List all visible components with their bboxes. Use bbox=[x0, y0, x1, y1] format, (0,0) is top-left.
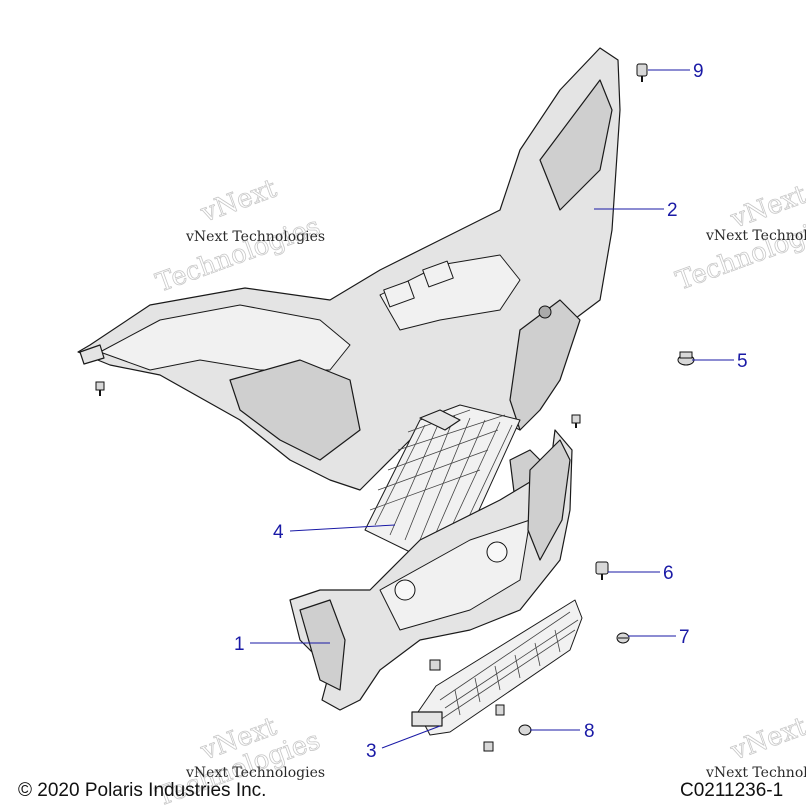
callout-7: 7 bbox=[679, 627, 690, 648]
leader-3 bbox=[381, 725, 441, 749]
fastener-misc bbox=[95, 381, 581, 752]
callout-8: 8 bbox=[584, 721, 595, 742]
callout-6: 6 bbox=[663, 563, 674, 584]
fastener-5 bbox=[677, 351, 695, 366]
fastener-7 bbox=[616, 632, 630, 644]
callout-1: 1 bbox=[234, 634, 245, 655]
callout-5: 5 bbox=[737, 351, 748, 372]
watermark-line2: Technologies bbox=[152, 212, 324, 299]
drawing-id: C0211236-1 bbox=[680, 780, 783, 801]
watermark-small: vNext Technologies bbox=[705, 228, 806, 244]
part-2-front-bumper bbox=[77, 47, 621, 501]
watermark-small: vNext Technologies bbox=[705, 765, 806, 781]
copyright-text: © 2020 Polaris Industries Inc. bbox=[18, 780, 266, 801]
callout-9: 9 bbox=[693, 61, 704, 82]
fastener-6 bbox=[595, 561, 609, 580]
watermark-right-top: vNext Technologies vNext Technologies bbox=[672, 179, 806, 297]
part-4-upper-grille bbox=[364, 404, 521, 553]
watermark-left-top: vNext Technologies vNext Technologies bbox=[152, 173, 325, 299]
watermark-line1: vNext bbox=[726, 712, 806, 767]
leader-4 bbox=[289, 524, 396, 532]
watermark-line1: vNext bbox=[196, 174, 281, 229]
callout-3: 3 bbox=[366, 741, 377, 762]
watermark-small: vNext Technologies bbox=[185, 765, 325, 781]
fastener-9 bbox=[636, 63, 648, 82]
watermark-right-bottom: vNext vNext Technologies bbox=[705, 711, 806, 781]
fastener-8 bbox=[518, 724, 532, 736]
watermark-small: vNext Technologies bbox=[185, 229, 325, 245]
part-1-lower-bumper bbox=[289, 429, 573, 711]
callout-2: 2 bbox=[667, 200, 678, 221]
callout-4: 4 bbox=[273, 522, 284, 543]
part-3-lower-grille bbox=[411, 599, 583, 736]
